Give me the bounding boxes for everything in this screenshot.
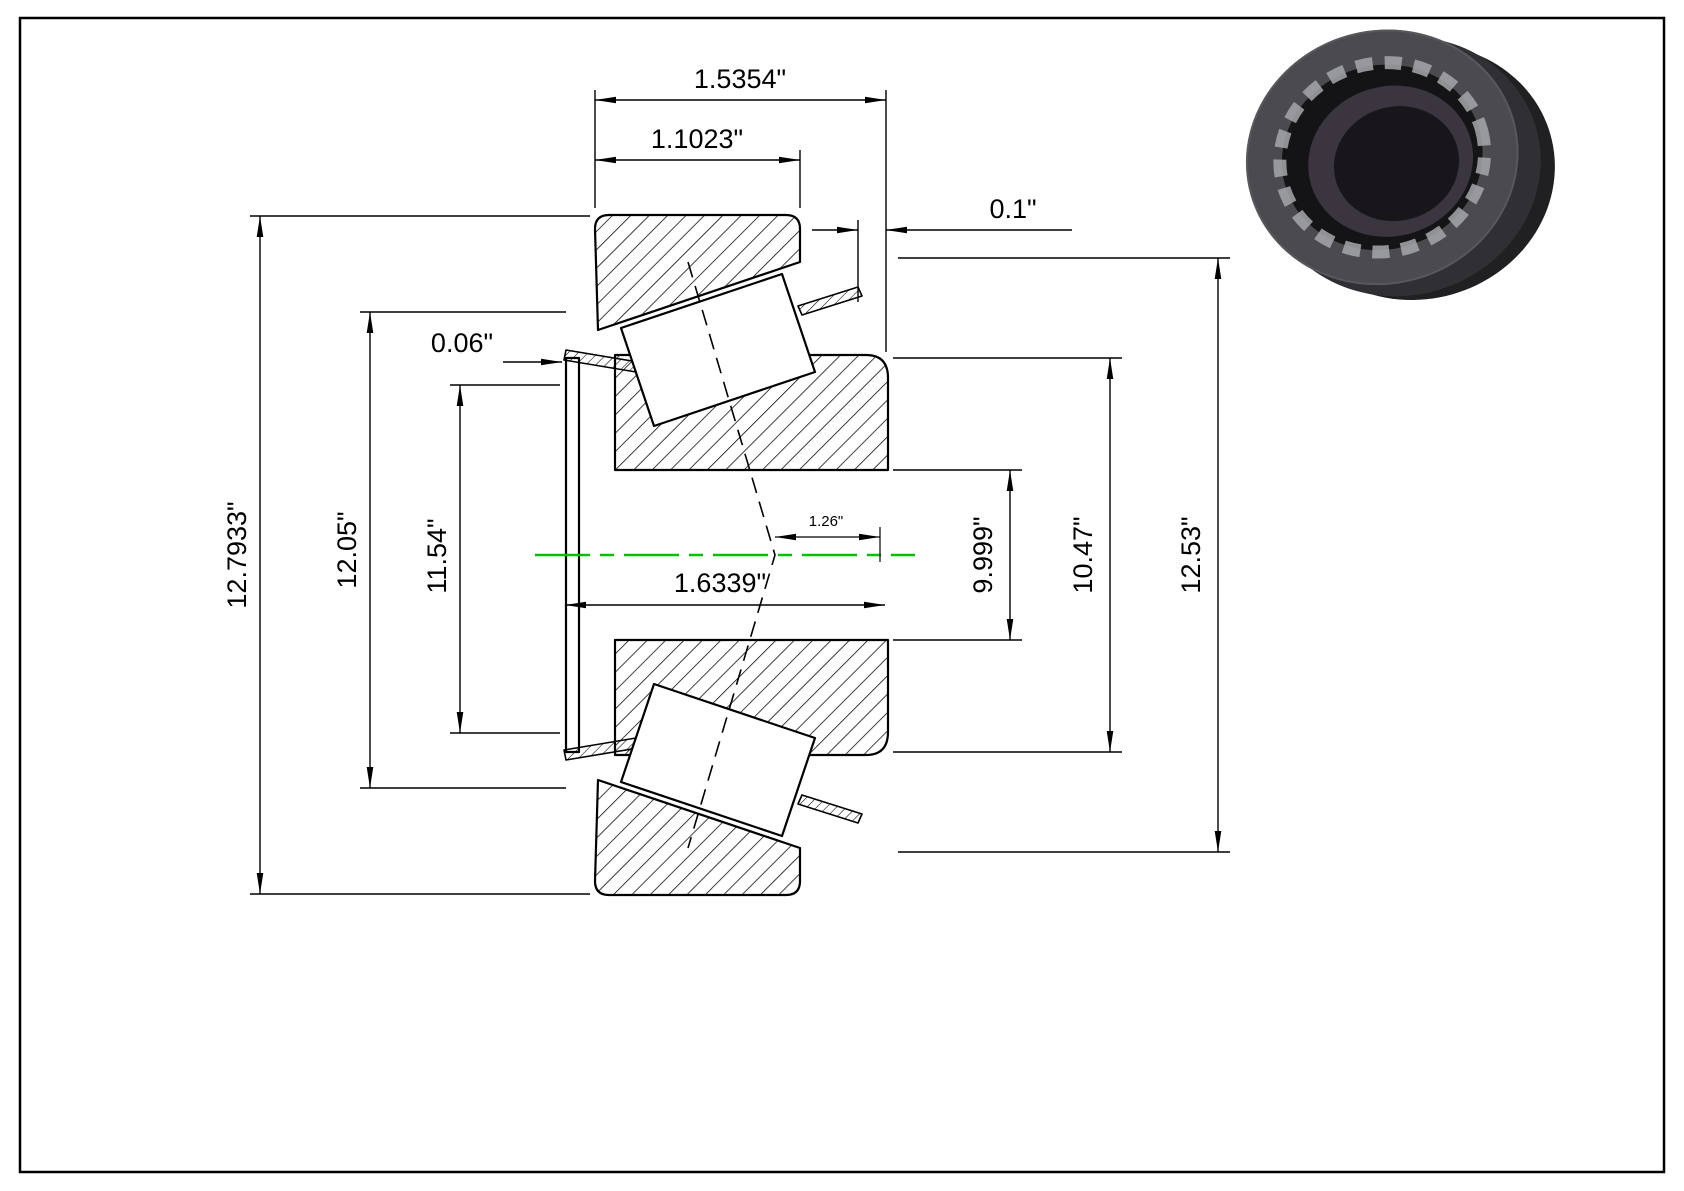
dim-cup-standout-label: 0.1": [989, 194, 1036, 224]
dim-cup-width-label: 1.5354": [694, 64, 786, 94]
dim-flange-od: 12.7933": [222, 215, 590, 895]
drawing-border: [18, 16, 1666, 1174]
dim-cone-front-width-label: 1.1023": [651, 124, 743, 154]
roller-lower: [619, 682, 817, 838]
dim-cup-width: 1.5354": [594, 64, 887, 352]
bearing-render-highlight: [1245, 29, 1519, 286]
dim-bore-diameter: 9.999": [893, 469, 1022, 641]
bearing-render-cage-rollers: [1273, 56, 1492, 259]
bearing-render-bore: [1333, 106, 1460, 222]
dim-effective-center-label: 1.26": [809, 513, 844, 530]
dim-effective-center: 1.26": [775, 513, 881, 562]
roller-upper: [619, 272, 817, 428]
bearing-3d-render: [1245, 29, 1555, 301]
cup-lower-section: [593, 778, 802, 897]
dim-cone-od: 10.47": [893, 357, 1122, 753]
dim-overall-width: 1.6339": [565, 568, 885, 609]
dim-cup-od: 12.53": [898, 257, 1230, 853]
dim-cup-od-label: 12.53": [1176, 516, 1206, 593]
dim-cone-front-width: 1.1023": [595, 124, 801, 208]
cage-strip-lower-right: [797, 794, 863, 824]
dim-flange-backing-width-label: 0.06": [431, 328, 493, 358]
dim-pilot-od: 11.54": [422, 384, 560, 734]
dim-pilot-od-label: 11.54": [422, 518, 452, 593]
dim-bore-diameter-label: 9.999": [968, 516, 998, 593]
dim-cone-od-label: 10.47": [1068, 516, 1098, 593]
dim-overall-width-label: 1.6339": [674, 568, 766, 598]
dim-cup-standout: 0.1": [812, 194, 1072, 302]
dim-cage-od-label: 12.05": [332, 511, 362, 588]
dim-cage-od: 12.05": [332, 311, 566, 789]
bearing-cross-section: [563, 213, 890, 897]
dim-flange-backing-width: 0.06": [431, 328, 562, 366]
dim-flange-od-label: 12.7933": [222, 501, 252, 608]
dimensions: 1.5354" 1.1023" 0.1" 0.06" 12.7933": [222, 64, 1230, 895]
cup-upper-section: [593, 213, 802, 332]
cage-strip-upper-right: [797, 286, 863, 316]
roller-axis-dashed-line: [687, 261, 776, 849]
